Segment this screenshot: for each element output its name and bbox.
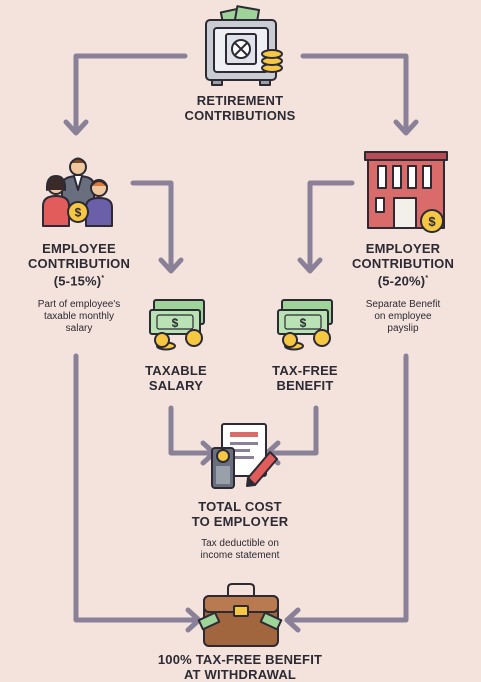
retirement-contributions-label: RETIREMENT CONTRIBUTIONS	[140, 93, 340, 123]
taxable-label-line-2: SALARY	[148, 378, 204, 393]
employee-label-line-3: (5-15%)*	[0, 271, 158, 288]
office-building-icon: $	[364, 151, 448, 233]
total-label-line-2: TO EMPLOYER	[191, 514, 289, 529]
employer-percent-range: (5-20%)	[377, 273, 426, 289]
employer-desc-line-2: on employee	[374, 311, 432, 322]
employer-desc-line-3: payslip	[387, 323, 419, 334]
arrow-employer-to-withdrawal	[284, 353, 409, 633]
arrow-retirement-to-employer	[300, 53, 419, 136]
total-desc-line-1: Tax deductible on	[201, 538, 279, 549]
total-cost-description: Tax deductible on income statement	[140, 538, 340, 562]
employee-contribution-description: Part of employee's taxable monthly salar…	[0, 299, 158, 335]
employee-desc-line-1: Part of employee's	[37, 299, 121, 310]
arrow-taxable-to-total	[168, 405, 217, 466]
employer-desc-line-1: Separate Benefit	[365, 299, 441, 310]
retirement-label-line-2: CONTRIBUTIONS	[184, 108, 296, 123]
svg-text:$: $	[75, 206, 82, 220]
taxfree-label-line-2: BENEFIT	[276, 378, 334, 393]
employee-label-line-2: CONTRIBUTION	[27, 256, 131, 271]
safe-icon	[205, 5, 283, 86]
arrow-employer-to-taxfree	[297, 180, 355, 274]
retirement-label-line-1: RETIREMENT	[196, 93, 284, 108]
arrow-retirement-to-employee	[63, 53, 188, 136]
taxable-salary-label: TAXABLE SALARY	[126, 363, 226, 393]
tax-free-withdrawal-label: 100% TAX-FREE BENEFIT AT WITHDRAWAL	[90, 652, 390, 682]
employee-desc-line-3: salary	[65, 323, 93, 334]
total-label-line-1: TOTAL COST	[198, 499, 282, 514]
withdrawal-label-line-1: 100% TAX-FREE BENEFIT	[157, 652, 323, 667]
taxable-label-line-1: TAXABLE	[145, 363, 207, 378]
employee-contribution-label: EMPLOYEE CONTRIBUTION (5-15%)*	[0, 241, 158, 288]
invoice-payment-icon	[211, 423, 278, 489]
employer-contribution-description: Separate Benefit on employee payslip	[325, 299, 481, 335]
withdrawal-label-line-2: AT WITHDRAWAL	[183, 667, 297, 682]
employee-desc-line-2: taxable monthly	[43, 311, 115, 322]
money-stack-icon-right: $	[277, 299, 333, 351]
money-stack-icon-left: $	[149, 299, 205, 351]
taxfree-label-line-1: TAX-FREE	[272, 363, 338, 378]
employee-footnote-mark: *	[101, 275, 105, 282]
svg-text:$: $	[428, 214, 436, 229]
employee-label-line-1: EMPLOYEE	[42, 241, 116, 256]
employer-label-line-2: CONTRIBUTION	[351, 256, 455, 271]
total-cost-label: TOTAL COST TO EMPLOYER	[140, 499, 340, 529]
tax-free-benefit-label: TAX-FREE BENEFIT	[255, 363, 355, 393]
arrow-employee-to-withdrawal	[73, 353, 202, 633]
svg-text:$: $	[300, 316, 307, 330]
employee-percent-range: (5-15%)	[53, 273, 102, 289]
total-desc-line-2: income statement	[200, 550, 280, 561]
arrow-taxfree-to-total	[264, 405, 319, 466]
svg-text:$: $	[172, 316, 179, 330]
arrow-employee-to-taxable	[130, 180, 184, 274]
employer-label-line-1: EMPLOYER	[365, 241, 441, 256]
employer-contribution-label: EMPLOYER CONTRIBUTION (5-20%)*	[325, 241, 481, 288]
money-briefcase-icon	[197, 583, 283, 647]
employees-icon: $	[42, 157, 113, 227]
employer-label-line-3: (5-20%)*	[325, 271, 481, 288]
employer-footnote-mark: *	[425, 275, 429, 282]
